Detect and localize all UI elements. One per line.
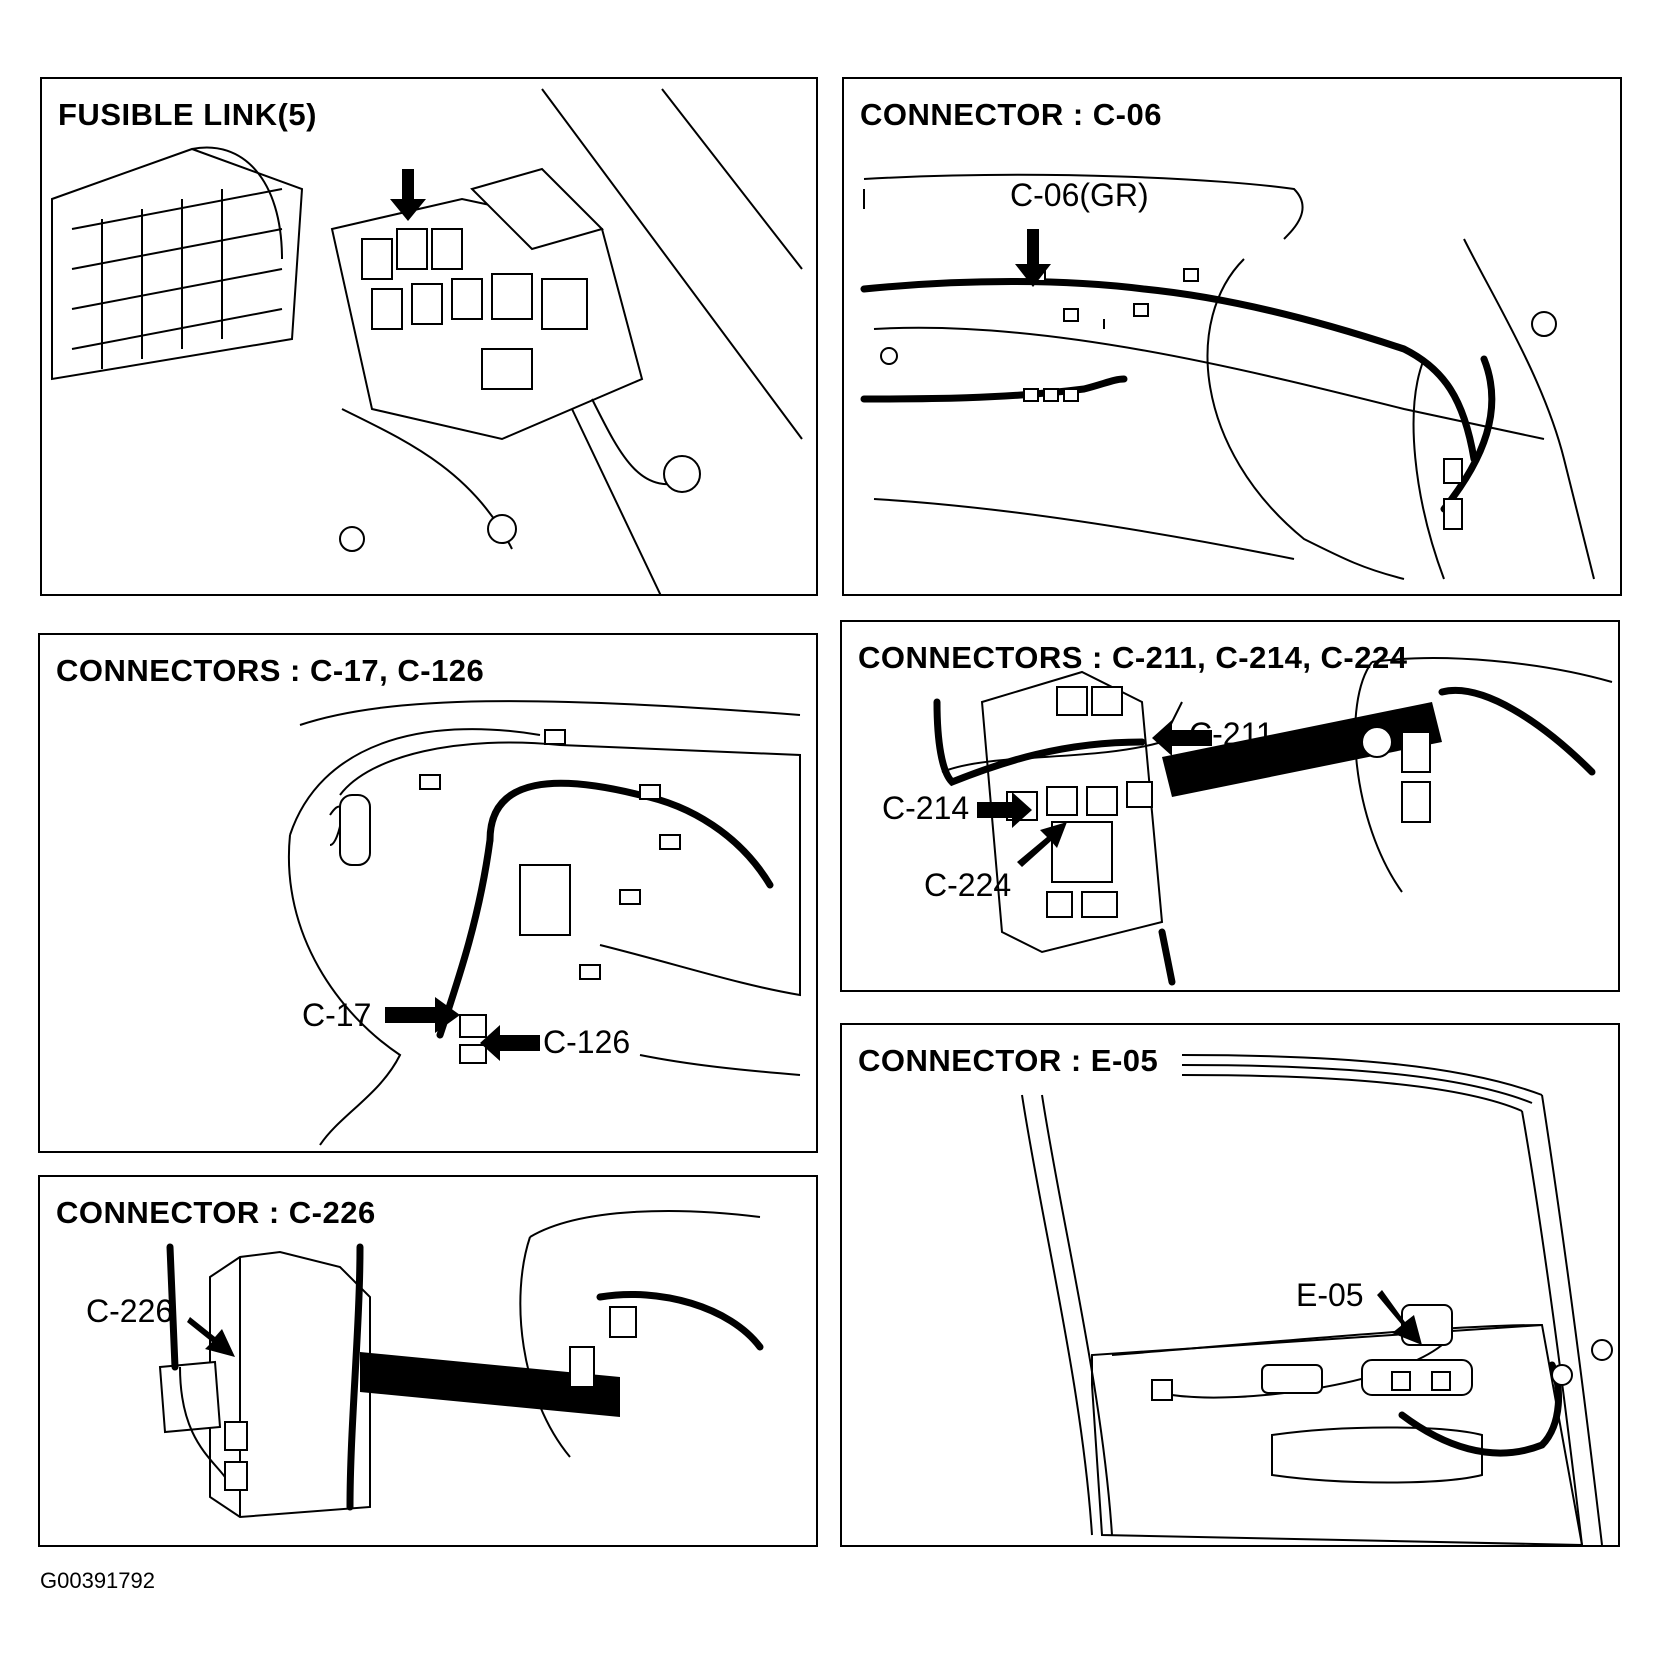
panel-title: CONNECTORS : C-17, C-126 xyxy=(56,653,485,688)
panel-connector-c06: CONNECTOR : C-06 C-06(GR) xyxy=(842,77,1622,596)
panel-title: CONNECTOR : C-06 xyxy=(860,97,1162,132)
callout-c211: C-211 xyxy=(1189,716,1274,752)
panel-connector-e05: CONNECTOR : E-05 E-05 xyxy=(840,1023,1620,1547)
e05-illustration xyxy=(1021,1054,1613,1545)
callout-c06: C-06(GR) xyxy=(1010,177,1149,213)
c17-c126-illustration xyxy=(287,700,801,1146)
panel-connectors-c17-c126: CONNECTORS : C-17, C-126 C-17 C-126 xyxy=(38,633,818,1153)
figure-id: G00391792 xyxy=(40,1568,155,1593)
panel-title: FUSIBLE LINK(5) xyxy=(58,97,317,132)
panel-title: CONNECTORS : C-211, C-214, C-224 xyxy=(858,640,1408,675)
panel-fusible-link: FUSIBLE LINK(5) xyxy=(40,77,818,596)
c211-c214-c224-illustration xyxy=(933,657,1613,986)
panel-connectors-c211-c214-c224: CONNECTORS : C-211, C-214, C-224 C-211 C… xyxy=(840,620,1620,992)
callout-c126: C-126 xyxy=(543,1024,631,1060)
callout-c17: C-17 xyxy=(302,997,372,1033)
fusible-link-illustration xyxy=(51,88,803,594)
panel-title: CONNECTOR : C-226 xyxy=(56,1195,376,1230)
callout-e05: E-05 xyxy=(1296,1277,1364,1313)
c06-illustration xyxy=(860,173,1595,580)
callout-c224: C-224 xyxy=(924,867,1012,903)
c226-illustration xyxy=(158,1210,764,1519)
callout-c226: C-226 xyxy=(86,1293,174,1329)
panel-title: CONNECTOR : E-05 xyxy=(858,1043,1159,1078)
panel-connector-c226: CONNECTOR : C-226 C-226 xyxy=(38,1175,818,1547)
callout-c214: C-214 xyxy=(882,790,970,826)
